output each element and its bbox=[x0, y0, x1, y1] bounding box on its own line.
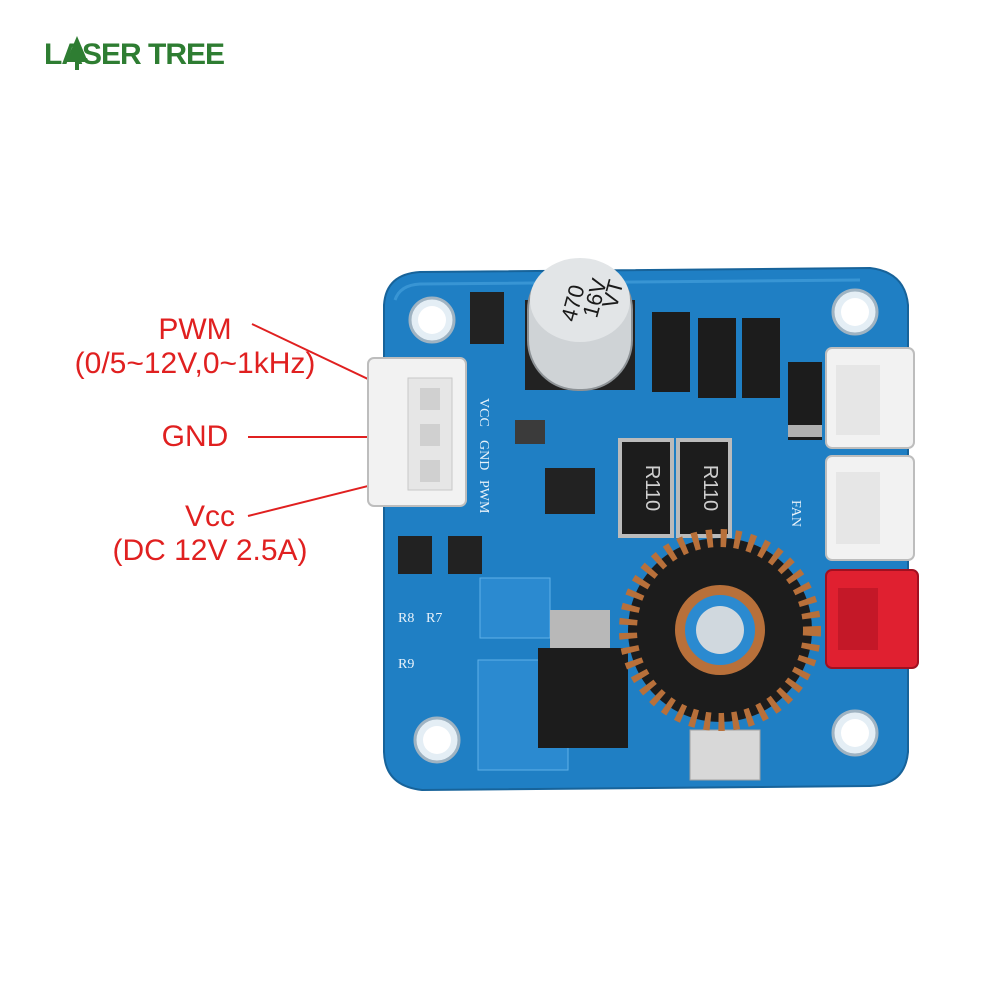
shunt-resistors: R110 R110 bbox=[618, 438, 732, 538]
resistor-label-2: R110 bbox=[699, 465, 721, 511]
red-connector bbox=[825, 569, 919, 669]
mounting-holes bbox=[408, 288, 879, 764]
control-ic bbox=[545, 468, 595, 514]
silk-vcc: VCC bbox=[476, 398, 491, 427]
silk-r8: R8 bbox=[398, 611, 414, 626]
pwm-label: PWM (0/5~12V,0~1kHz) bbox=[0, 313, 390, 381]
gnd-label-title: GND bbox=[161, 420, 229, 453]
silk-r9: R9 bbox=[398, 657, 414, 672]
vcc-label: Vcc (DC 12V 2.5A) bbox=[40, 500, 380, 568]
fan-connectors bbox=[825, 347, 915, 561]
silk-pwm: PWM bbox=[476, 480, 491, 514]
input-connector bbox=[367, 357, 467, 507]
toroid-inductor bbox=[619, 529, 821, 731]
mosfet-small bbox=[470, 292, 504, 344]
pwm-label-spec: (0/5~12V,0~1kHz) bbox=[74, 347, 316, 380]
vcc-label-spec: (DC 12V 2.5A) bbox=[112, 534, 308, 567]
silk-r7: R7 bbox=[426, 611, 442, 626]
silk-fan: FAN bbox=[788, 500, 803, 527]
diodes bbox=[652, 312, 822, 440]
vcc-label-title: Vcc bbox=[184, 500, 235, 533]
transistor-right bbox=[448, 536, 482, 574]
transistor-left bbox=[398, 536, 432, 574]
electrolytic-capacitor: 470 16V VT bbox=[525, 258, 635, 391]
silk-gnd: GND bbox=[476, 440, 491, 470]
power-mosfet bbox=[538, 610, 628, 748]
gnd-label: GND bbox=[120, 420, 270, 454]
silkscreen: VCC GND PWM R8 R7 R9 FAN bbox=[398, 398, 803, 672]
small-cap bbox=[515, 420, 545, 444]
resistor-label-1: R110 bbox=[641, 465, 663, 511]
pwm-label-title: PWM bbox=[158, 313, 232, 346]
tree-icon bbox=[66, 36, 88, 70]
